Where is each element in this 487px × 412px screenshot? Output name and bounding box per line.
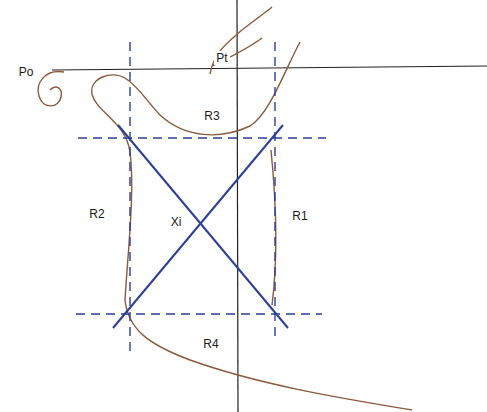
pt-vertical [237,0,238,412]
point-label: R4 [201,337,220,351]
dashed-line [78,137,326,138]
dashed-line [76,313,322,314]
anatomy-outline [38,7,412,410]
point-label: Xi [169,215,184,229]
point-label: R2 [87,207,106,221]
dashed-line [129,42,130,352]
diagonal-line [118,125,288,328]
point-label: Po [17,65,36,79]
diagonal-line [113,125,283,328]
ear-rod [38,72,64,106]
point-label: R1 [290,209,309,223]
mandible-lower-border [125,300,412,410]
dashed-line [274,42,275,342]
pterygoid-fissure [210,7,272,74]
point-label: Pt [214,51,229,65]
diagonals [113,125,288,328]
ramus-outline [92,42,300,300]
point-label: R3 [202,109,221,123]
frankfort-line [52,66,487,70]
dashed-lines [76,42,326,352]
